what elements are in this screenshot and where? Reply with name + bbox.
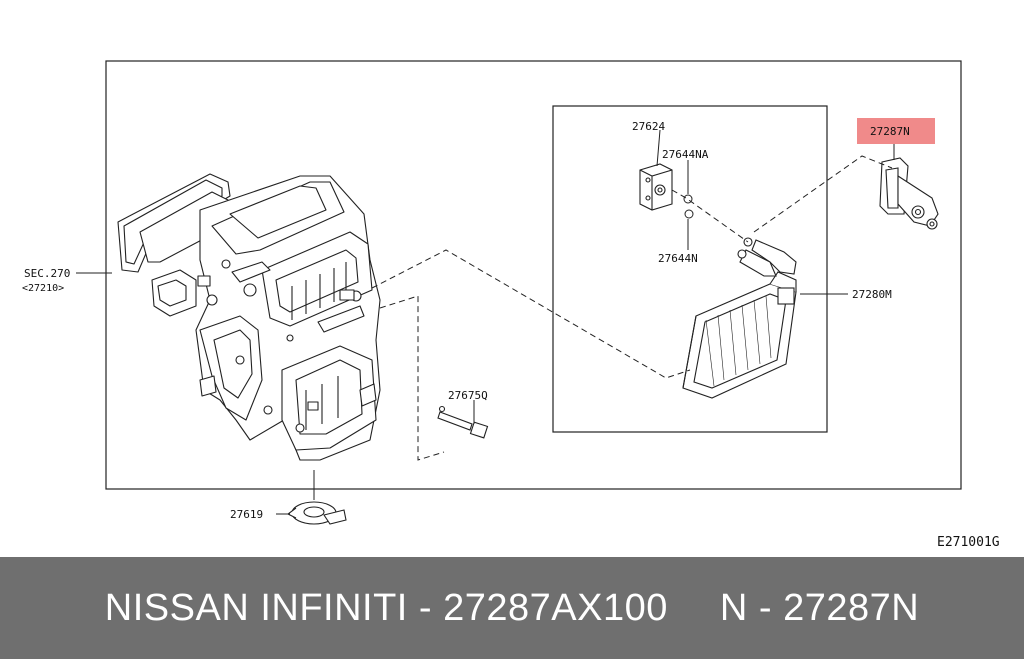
label-27644n: 27644N xyxy=(658,252,698,265)
expansion-valve-drawing xyxy=(639,163,673,211)
bracket-27287n-drawing xyxy=(879,157,939,230)
o-ring-27644n xyxy=(684,209,694,219)
highlight-box xyxy=(857,118,935,144)
label-27644na: 27644NA xyxy=(662,148,709,161)
label-sec: SEC.270 xyxy=(24,267,70,280)
heater-unit-drawing xyxy=(117,173,381,461)
label-27619: 27619 xyxy=(230,508,263,521)
parts-diagram: SEC.270 <27210> 27624 27644NA 27644N 272… xyxy=(22,60,1000,550)
label-27624: 27624 xyxy=(632,120,665,133)
sensor-27675q-drawing xyxy=(437,405,489,439)
label-27675q: 27675Q xyxy=(448,389,488,402)
actuator-27619-drawing xyxy=(286,501,347,525)
footer-banner: NISSAN INFINITI - 27287AX100 N - 27287N xyxy=(0,557,1024,659)
dashed-leaders xyxy=(371,155,893,461)
inner-frame xyxy=(552,105,828,433)
label-27280m: 27280M xyxy=(852,288,892,301)
label-sec-ref: <27210> xyxy=(22,283,64,294)
footer-short-code: N - 27287N xyxy=(719,586,920,629)
footer-part-number: NISSAN INFINITI - 27287AX100 xyxy=(104,586,668,629)
evaporator-drawing xyxy=(682,237,797,399)
label-27287n: 27287N xyxy=(870,125,910,138)
outer-frame xyxy=(105,60,962,490)
drawing-code: E271001G xyxy=(937,535,1000,550)
